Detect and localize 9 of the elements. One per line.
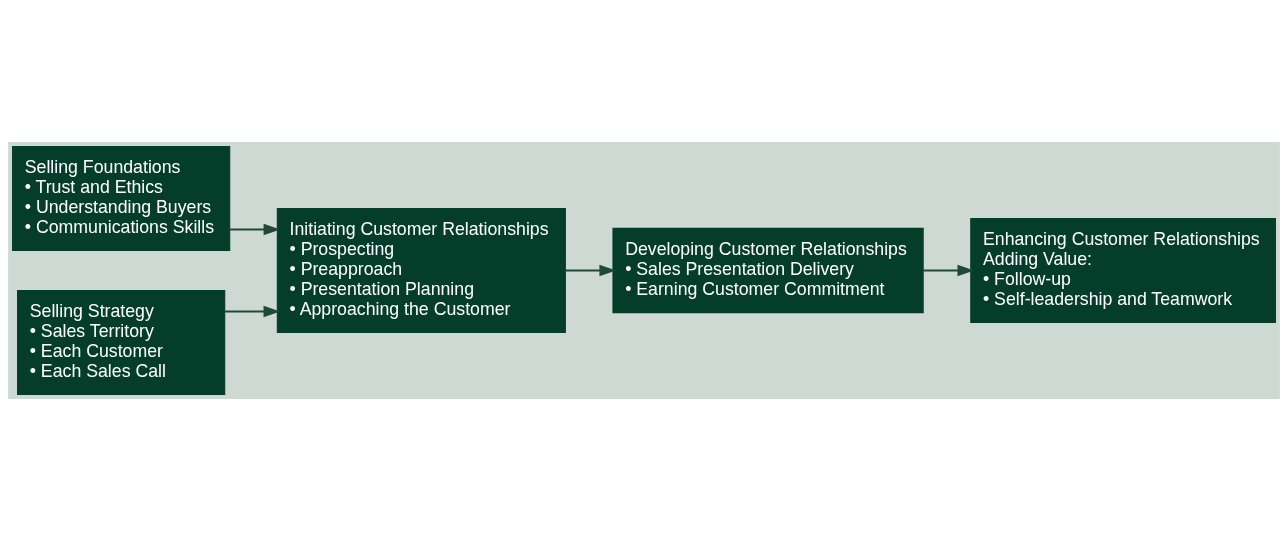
arrow [224,305,281,317]
node-box: Enhancing Customer Relationships Adding Value: • Follow-up • Self-leadership and Teamwork [970,217,1276,323]
node-box: Developing Customer Relationships • Sales Presentation Delivery • Earning Customer Commitment [612,227,924,313]
node-box: Selling Strategy • Sales Territory • Each Customer • Each Sales Call [17,289,226,395]
arrow [229,223,281,235]
arrow [565,264,617,276]
node-box: Initiating Customer Relationships • Prospecting • Preapproach • Presentation Planning • Approaching the Customer [276,207,566,333]
arrow [923,264,975,276]
node-box: Selling Foundations • Trust and Ethics • Understanding Buyers • Communications Skills [12,145,231,251]
